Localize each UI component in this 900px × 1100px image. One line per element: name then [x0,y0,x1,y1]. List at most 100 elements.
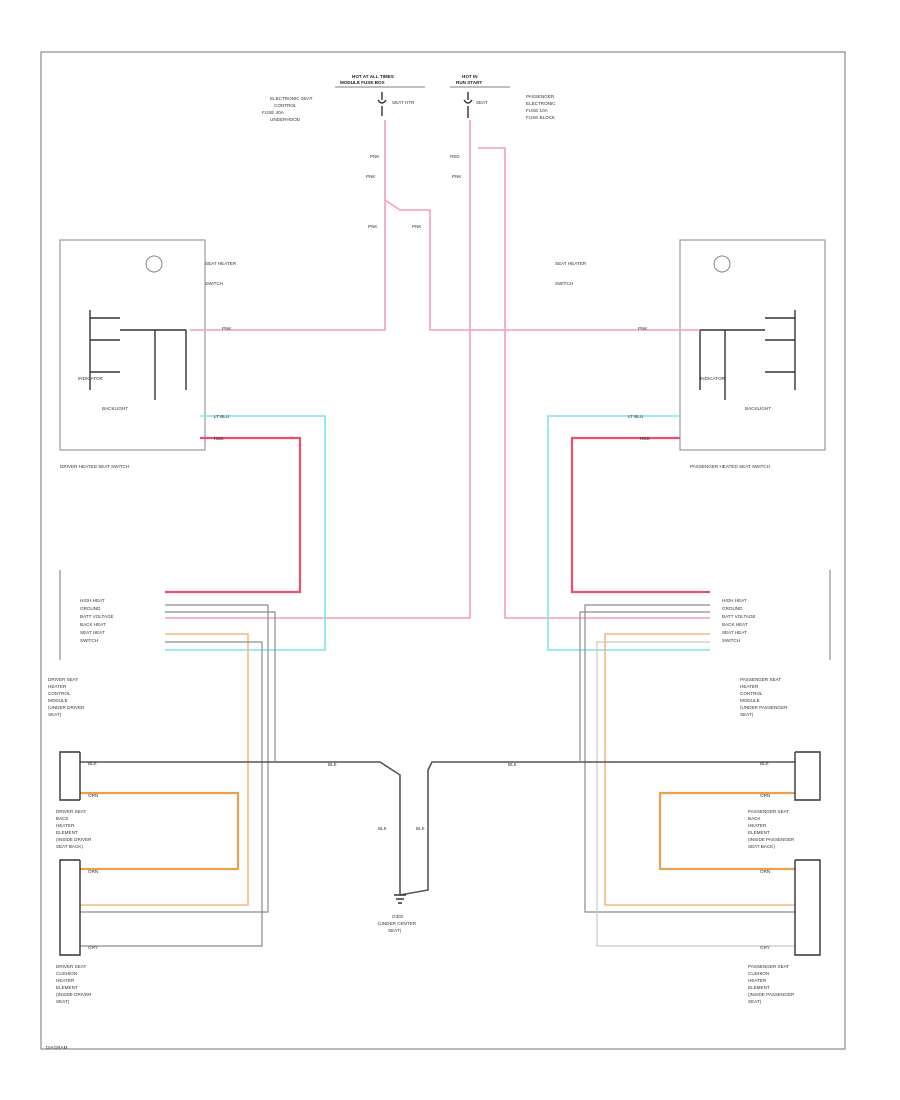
wire-label-ltblu-dsw: LT BLU [214,414,229,419]
driver-back-desc-4: (INSIDE DRIVER [56,837,92,842]
passenger-cushion-element-body [794,859,821,956]
fuse-left-desc-0: ELECTRONIC SEAT [270,96,313,101]
wire-orn-passenger-seat-heat [604,633,795,906]
passenger-module-desc-2: CONTROL [740,691,763,696]
wire-label-pnk-top-l2: PNK [366,174,376,179]
driver-back-desc-3: ELEMENT [56,830,78,835]
driver-switch-lamp-icon [145,255,163,273]
wire-gry-passenger-back [596,641,795,947]
passenger-back-desc-4: (INSIDE PASSENGER [748,837,795,842]
passenger-cushion-element: PASSENGER SEAT CUSHION HEATER ELEMENT (I… [748,859,821,1004]
wire-label-pnk-dsw: PNK [222,326,232,331]
passenger-switch: SEAT HEATER SWITCH INDICATOR BACKLIGHT P… [555,239,826,469]
wire-cyan-passenger-indicator [547,415,710,651]
fuse-right-desc-0: PASSENGER [526,94,555,99]
wire-label-orn-cu-r: ORN [760,869,770,874]
passenger-cushion-desc-2: HEATER [748,978,767,983]
wire-label-blk-left: BLK [328,762,338,767]
fuse-left-symbol [377,92,387,116]
wire-label-pnk-psw: PNK [638,326,648,331]
diagram-footer: DIAGRAM [46,1045,68,1050]
driver-back-element: DRIVER SEAT BACK HEATER ELEMENT (INSIDE … [56,751,92,849]
driver-module-pin-2: BATT VOLTAGE [80,614,114,619]
fuse-left-fuse: SEAT HTR [392,100,415,105]
ground-g302: G302 (UNDER CENTER SEAT) [378,894,417,933]
wire-label-pnk-mid-r: PNK [412,224,422,229]
wire-pnk-driver-switch-feed [190,120,386,331]
top-fuse-left: HOT AT ALL TIMES MODULE FUSE BOX ELECTRO… [262,74,425,122]
fuse-left-title: MODULE FUSE BOX [340,80,386,85]
wire-label-pnk-mid-l: PNK [368,224,378,229]
driver-cushion-desc-0: DRIVER SEAT [56,964,86,969]
wire-gry-passenger-seat-low [584,604,795,913]
passenger-switch-pin-1: BACKLIGHT [745,406,771,411]
wire-blk-passenger-module-ground [579,611,710,762]
passenger-switch-note1: SEAT HEATER [555,261,587,266]
passenger-cushion-desc-3: ELEMENT [748,985,770,990]
fuse-right-desc-2: FUSE 10A [526,108,549,113]
wire-pnk-passenger-module-batt [478,147,710,619]
passenger-switch-label: PASSENGER HEATED SEAT SWITCH [690,464,770,469]
driver-cushion-desc-1: CUSHION [56,971,77,976]
driver-module-desc-1: HEATER [48,684,67,689]
wire-pnk-passenger-switch-feed [384,199,700,331]
passenger-back-desc-0: PASSENGER SEAT [748,809,789,814]
fuse-right-fuse: SEAT [476,100,488,105]
wire-cyan-driver-indicator [165,415,326,651]
driver-module-pin-0: HIGH HEAT [80,598,105,603]
wire-label-orn-el-l: ORN [88,793,98,798]
passenger-module-desc-3: MODULE [740,698,760,703]
driver-module-desc-5: SEAT) [48,712,62,717]
ground-label-2: SEAT) [388,928,402,933]
passenger-module-desc-0: PASSENGER SEAT [740,677,781,682]
passenger-back-desc-2: HEATER [748,823,767,828]
driver-module-desc-4: (UNDER DRIVER [48,705,85,710]
wire-label-red-psw: RED [640,436,650,441]
diagram-frame [40,51,846,1050]
wire-label-blk-el-r: BLK [760,761,770,766]
driver-cushion-element-body [59,859,81,956]
wire-label-gry-cu-r: GRY [760,945,770,950]
wire-label-blk-gnd-l: BLK [378,826,388,831]
passenger-module: HIGH HEAT GROUND BATT VOLTAGE BACK HEAT … [722,570,831,717]
driver-switch-box [59,239,206,451]
driver-back-element-body [59,751,80,801]
passenger-cushion-desc-1: CUSHION [748,971,769,976]
fuse-right-symbol [463,92,473,118]
passenger-back-desc-3: ELEMENT [748,830,770,835]
passenger-back-element: PASSENGER SEAT BACK HEATER ELEMENT (INSI… [748,751,821,849]
driver-module-desc-3: MODULE [48,698,68,703]
wire-gry-driver-seat-low [80,604,269,913]
driver-switch-note2: SWITCH [205,281,223,286]
wire-orn-driver-element-link [80,791,240,871]
wire-label-red-top-r: RED [450,154,460,159]
passenger-switch-note2: SWITCH [555,281,573,286]
fuse-right-desc-3: FUSE BLOCK [526,115,556,120]
fuse-right-header: HOT IN [462,74,478,79]
driver-module-pin-4: SEAT HEAT [80,630,105,635]
passenger-cushion-desc-4: (INSIDE PASSENGER [748,992,795,997]
driver-switch-note1: SEAT HEATER [205,261,237,266]
passenger-module-pin-5: SWITCH [722,638,740,643]
wire-label-blk-el-l: BLK [88,761,98,766]
passenger-module-desc-1: HEATER [740,684,759,689]
passenger-cushion-desc-0: PASSENGER SEAT [748,964,789,969]
passenger-module-pin-1: GROUND [722,606,743,611]
driver-cushion-desc-4: (INSIDE DRIVER [56,992,92,997]
driver-switch-label: DRIVER HEATED SEAT SWITCH [60,464,129,469]
wire-label-red-dsw: RED [214,436,224,441]
driver-back-desc-0: DRIVER SEAT [56,809,86,814]
ground-icon [394,894,406,904]
passenger-switch-box [679,239,826,451]
wire-label-pnk-top-l: PNK [370,154,380,159]
wire-label-orn-el-r: ORN [760,793,770,798]
wire-gry-driver-back [80,641,263,947]
passenger-back-element-body [794,751,821,801]
fuse-right-title: RUN START [456,80,482,85]
passenger-back-desc-5: SEAT BACK) [748,844,775,849]
passenger-cushion-desc-5: SEAT) [748,999,762,1004]
driver-module: HIGH HEAT GROUND BATT VOLTAGE BACK HEAT … [48,570,114,717]
fuse-right-desc-1: ELECTRONIC [526,101,556,106]
wire-red-passenger-signal [570,436,710,594]
passenger-switch-internal [699,310,796,400]
